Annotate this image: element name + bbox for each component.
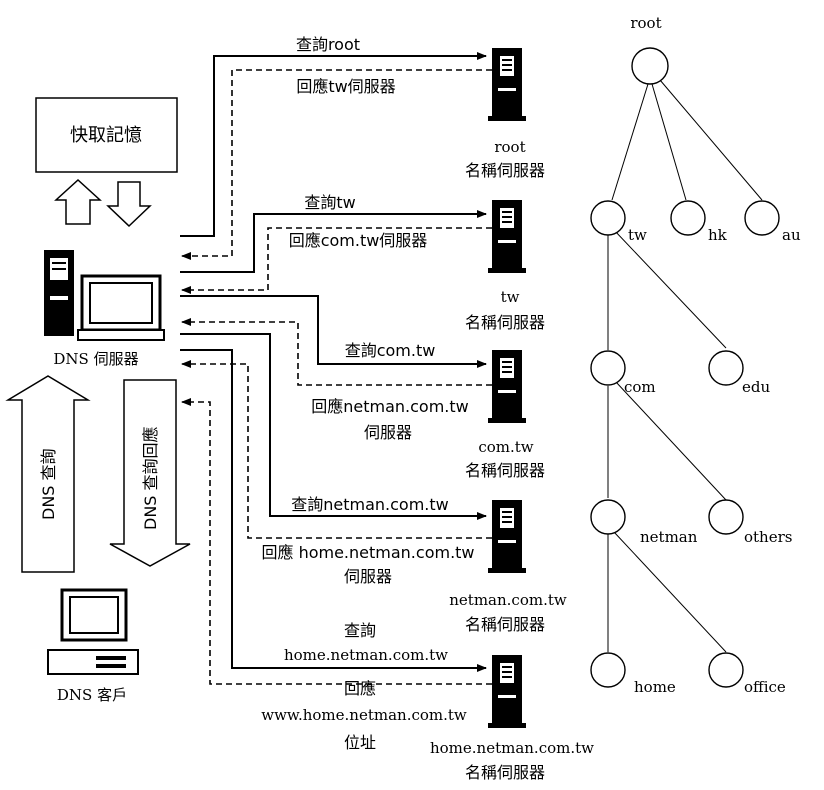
domain-tree-edges [607, 79, 763, 653]
tree-node-office [708, 652, 744, 688]
cache-box [35, 97, 178, 173]
netman-server-icon [488, 500, 526, 573]
home-server-domain: home.netman.com.tw [430, 739, 594, 757]
tree-label-tw: tw [628, 226, 647, 244]
tw-server-domain: tw [501, 288, 520, 306]
comtw-server-icon [488, 350, 526, 423]
tree-label-netman: netman [640, 528, 698, 546]
tree-node-com [590, 350, 626, 386]
dns-response-label: DNS 查詢回應 [141, 426, 160, 530]
cache-label: 快取記憶 [70, 125, 142, 146]
response-comtw-line [181, 318, 492, 386]
home-server-icon [488, 655, 526, 728]
response-root-line [181, 69, 492, 260]
home-server-suffix: 名稱伺服器 [465, 763, 545, 782]
query-tw-label: 查詢tw [304, 193, 355, 212]
query-root-label: 查詢root [296, 35, 360, 54]
response-home-domain: www.home.netman.com.tw [261, 706, 467, 724]
query-home-line [180, 349, 487, 672]
comtw-server-domain: com.tw [478, 438, 533, 456]
response-home-line [181, 398, 492, 685]
query-netman-line [180, 333, 487, 520]
tree-node-others [708, 499, 744, 535]
query-comtw-line [180, 295, 487, 368]
query-netman-label: 查詢netman.com.tw [291, 495, 449, 514]
response-netman-line [181, 360, 492, 539]
root-server-domain: root [494, 138, 525, 156]
tree-node-edu [708, 350, 744, 386]
response-netman-label: 回應 home.netman.com.tw [261, 543, 474, 562]
response-netman-label-2: 伺服器 [344, 567, 392, 586]
tw-server-suffix: 名稱伺服器 [465, 313, 545, 332]
tree-node-au [744, 200, 780, 236]
netman-server-suffix: 名稱伺服器 [465, 615, 545, 634]
comtw-server-suffix: 名稱伺服器 [465, 461, 545, 480]
tree-label-home: home [634, 678, 676, 696]
dns-client-label: DNS 客戶 [57, 686, 127, 704]
response-comtw-label: 回應netman.com.tw [311, 397, 469, 416]
tree-label-hk: hk [708, 226, 728, 244]
query-comtw-label: 查詢com.tw [345, 341, 436, 360]
query-tw-line [180, 210, 487, 273]
dns-response-arrow [109, 379, 191, 567]
cache-down-arrow [106, 181, 152, 228]
response-tw-line [181, 227, 492, 294]
query-home-label: 查詢 [344, 621, 376, 640]
tree-label-com: com [624, 378, 656, 396]
dns-client-icon [47, 588, 139, 675]
dns-server-label: DNS 伺服器 [53, 350, 138, 368]
tree-label-others: others [744, 528, 792, 546]
tree-node-root [631, 47, 669, 85]
tree-node-tw [590, 200, 626, 236]
tree-label-edu: edu [742, 378, 770, 396]
response-comtw-label-2: 伺服器 [364, 423, 412, 442]
tree-label-office: office [744, 678, 786, 696]
response-home-address: 位址 [344, 733, 376, 752]
cache-up-arrow [54, 178, 102, 225]
tree-node-home [590, 652, 626, 688]
response-root-label: 回應tw伺服器 [296, 77, 395, 96]
root-server-suffix: 名稱伺服器 [465, 161, 545, 180]
netman-server-domain: netman.com.tw [449, 591, 567, 609]
query-root-line [180, 52, 487, 237]
root-server-icon [488, 48, 526, 121]
dns-query-arrow [5, 375, 91, 573]
dns-server-icon [44, 250, 165, 341]
response-tw-label: 回應com.tw伺服器 [289, 231, 428, 250]
response-home-label: 回應 [344, 679, 376, 698]
query-home-domain: home.netman.com.tw [284, 646, 448, 664]
dns-query-label: DNS 查詢 [39, 448, 58, 520]
tree-label-au: au [782, 226, 801, 244]
tree-node-netman [590, 499, 626, 535]
tree-node-hk [670, 200, 706, 236]
tree-label-root: root [630, 14, 661, 32]
tw-server-icon [488, 200, 526, 273]
